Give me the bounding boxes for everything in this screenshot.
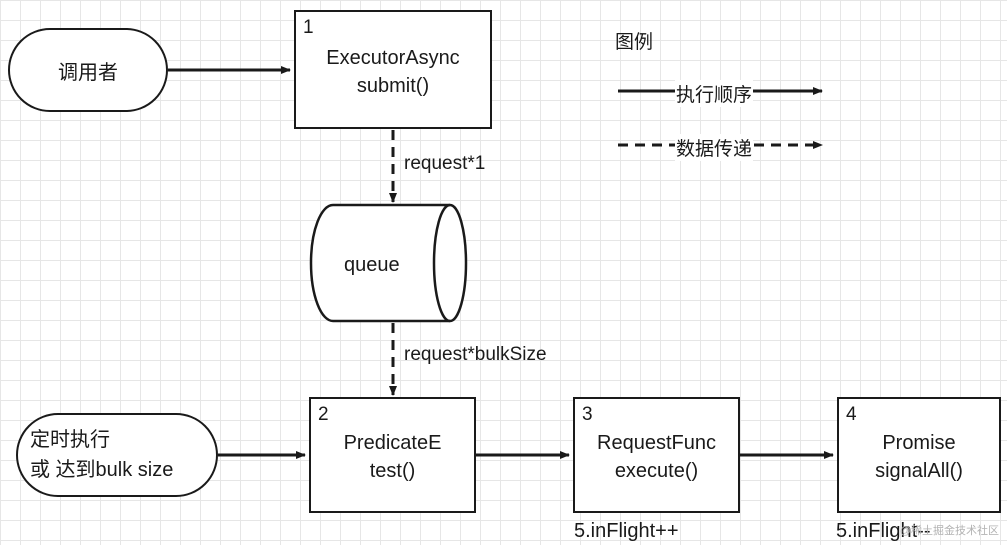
executor-async-node: 1 ExecutorAsync submit() <box>294 10 492 129</box>
request-func-node: 3 RequestFunc execute() <box>573 397 740 513</box>
predicate-name: PredicateE <box>343 432 442 454</box>
predicate-node: 2 PredicateE test() <box>309 397 476 513</box>
watermark: @稀土掘金技术社区 <box>899 525 999 537</box>
edge-label-request-one: request*1 <box>404 153 486 174</box>
predicate-method: test() <box>369 460 416 482</box>
trigger-node: 定时执行 或 达到bulk size <box>16 413 218 497</box>
request-func-method: execute() <box>614 460 699 482</box>
promise-name: Promise <box>882 432 956 454</box>
request-func-name: RequestFunc <box>597 432 716 454</box>
step-number-2: 2 <box>318 404 329 425</box>
queue-cylinder <box>309 203 468 323</box>
promise-method: signalAll() <box>875 460 963 482</box>
legend-title: 图例 <box>615 32 654 53</box>
trigger-line-2: 或 达到bulk size <box>30 459 174 481</box>
request-func-note: 5.inFlight++ <box>574 520 679 542</box>
legend-solid-label: 执行顺序 <box>675 80 754 107</box>
executor-async-name: ExecutorAsync <box>326 47 460 69</box>
step-number-1: 1 <box>303 17 314 38</box>
caller-label: 调用者 <box>58 61 118 84</box>
legend-dashed-label: 数据传递 <box>675 134 754 161</box>
promise-note: 5.inFlight-- <box>836 520 931 542</box>
edge-label-request-bulk: request*bulkSize <box>404 344 547 365</box>
step-number-4: 4 <box>846 404 857 425</box>
trigger-line-1: 定时执行 <box>30 429 110 451</box>
executor-async-method: submit() <box>356 75 430 97</box>
promise-node: 4 Promise signalAll() <box>837 397 1001 513</box>
step-number-3: 3 <box>582 404 593 425</box>
caller-node: 调用者 <box>8 28 168 112</box>
queue-label: queue <box>344 254 400 276</box>
